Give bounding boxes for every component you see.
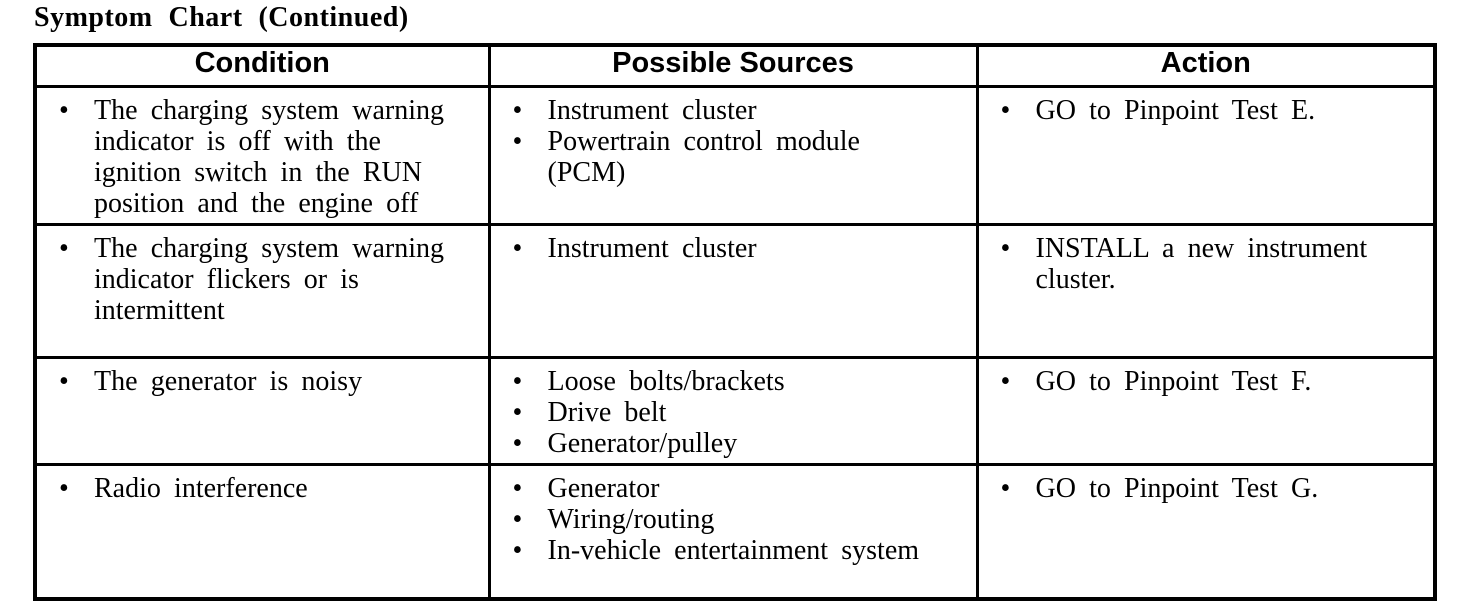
table-row: Radio interference Generator Wiring/rout… [33,463,1437,601]
source-text: Generator/pulley [547,428,738,459]
page-title: Symptom Chart (Continued) [34,2,409,33]
list-item: GO to Pinpoint Test F. [979,366,1434,397]
list-item: GO to Pinpoint Test E. [979,95,1434,126]
source-text: Generator [547,473,660,504]
symptom-chart-table: Condition Possible Sources Action The ch… [33,43,1437,601]
condition-text: The charging system warning indicator is… [94,95,444,219]
list-item: INSTALL a new instrument cluster. [979,233,1434,295]
list-item: Generator/pulley [491,428,976,459]
condition-cell: The charging system warning indicator fl… [33,223,491,359]
possible-sources-cell: Generator Wiring/routing In-vehicle ente… [487,463,979,601]
bullet-icon [1001,95,1011,126]
table-row: The charging system warning indicator is… [33,85,1437,226]
bullet-icon [59,366,69,397]
list-item: Instrument cluster [491,95,976,126]
list-item: GO to Pinpoint Test G. [979,473,1434,504]
list-item: In-vehicle entertainment system [491,535,976,566]
column-header-condition: Condition [33,43,491,88]
bullet-icon [513,504,523,535]
possible-sources-cell: Instrument cluster [487,223,979,359]
bullet-icon [513,397,523,428]
list-item: Loose bolts/brackets [491,366,976,397]
column-header-possible-sources: Possible Sources [487,43,979,88]
source-text: Wiring/routing [547,504,715,535]
table-header-row: Condition Possible Sources Action [33,43,1437,88]
action-cell: GO to Pinpoint Test G. [975,463,1437,601]
list-item: Generator [491,473,976,504]
possible-sources-cell: Loose bolts/brackets Drive belt Generato… [487,356,979,466]
bullet-icon [513,535,523,566]
bullet-icon [513,126,523,157]
source-text: Instrument cluster [547,95,757,126]
bullet-icon [1001,366,1011,397]
table-row: The generator is noisy Loose bolts/brack… [33,356,1437,466]
list-item: Instrument cluster [491,233,976,264]
condition-cell: Radio interference [33,463,491,601]
list-item: Powertrain control module (PCM) [491,126,976,188]
action-cell: GO to Pinpoint Test F. [975,356,1437,466]
action-text: GO to Pinpoint Test E. [1035,95,1316,126]
condition-cell: The charging system warning indicator is… [33,85,491,226]
bullet-icon [59,473,69,504]
list-item: The charging system warning indicator fl… [37,233,488,326]
list-item: Wiring/routing [491,504,976,535]
bullet-icon [513,473,523,504]
list-item: The generator is noisy [37,366,488,397]
action-cell: INSTALL a new instrument cluster. [975,223,1437,359]
bullet-icon [513,366,523,397]
bullet-icon [1001,473,1011,504]
action-cell: GO to Pinpoint Test E. [975,85,1437,226]
bullet-icon [59,95,69,126]
column-header-action: Action [975,43,1437,88]
source-text: Instrument cluster [547,233,757,264]
source-text: Loose bolts/brackets [547,366,785,397]
bullet-icon [1001,233,1011,264]
condition-cell: The generator is noisy [33,356,491,466]
source-text: Drive belt [547,397,667,428]
condition-text: Radio interference [94,473,308,504]
bullet-icon [513,233,523,264]
condition-text: The charging system warning indicator fl… [94,233,444,326]
bullet-icon [513,95,523,126]
action-text: INSTALL a new instrument cluster. [1035,233,1368,295]
action-text: GO to Pinpoint Test G. [1035,473,1319,504]
list-item: Radio interference [37,473,488,504]
table-row: The charging system warning indicator fl… [33,223,1437,359]
bullet-icon [59,233,69,264]
action-text: GO to Pinpoint Test F. [1035,366,1312,397]
possible-sources-cell: Instrument cluster Powertrain control mo… [487,85,979,226]
source-text: In-vehicle entertainment system [547,535,920,566]
list-item: The charging system warning indicator is… [37,95,488,219]
bullet-icon [513,428,523,459]
condition-text: The generator is noisy [94,366,363,397]
source-text: Powertrain control module (PCM) [547,126,860,188]
list-item: Drive belt [491,397,976,428]
